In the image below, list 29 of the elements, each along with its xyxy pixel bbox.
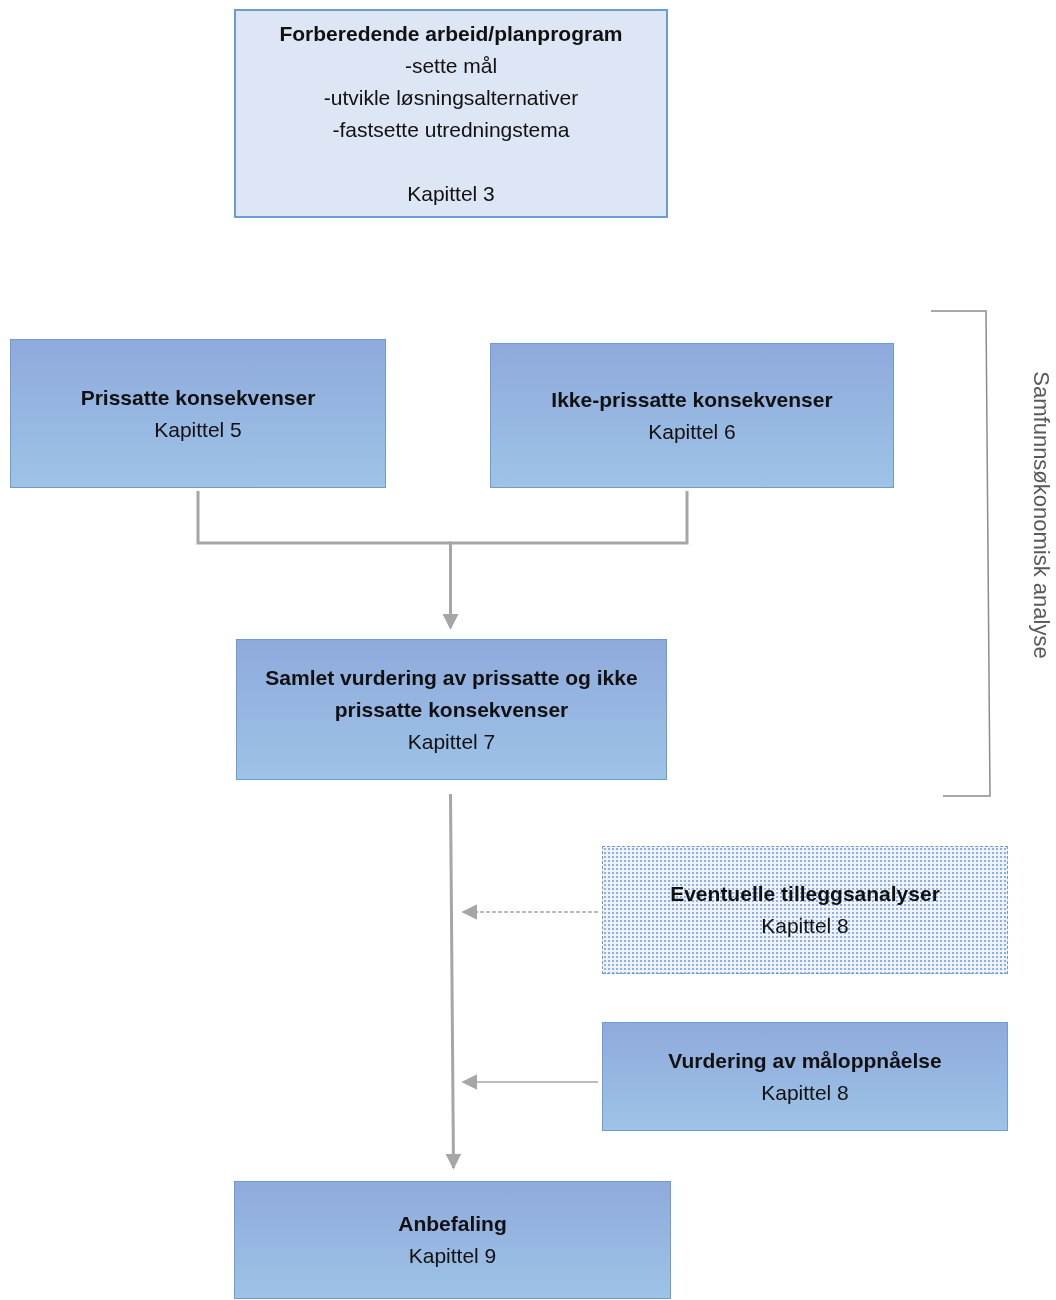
- box-text: Kapittel 8: [761, 913, 849, 939]
- planning-box: [234, 9, 668, 218]
- box-text: Kapittel 3: [407, 180, 495, 207]
- arrow: [445, 794, 462, 1170]
- box-text: -sette mål: [404, 52, 498, 79]
- arrow: [461, 904, 599, 920]
- process-box: [10, 339, 386, 488]
- box-heading: Ikke-prissatte konsekvenser: [551, 386, 833, 413]
- box-text: -utvikle løsningsalternativer: [323, 84, 579, 111]
- process-box: [602, 1022, 1008, 1131]
- box-heading: Anbefaling: [398, 1211, 507, 1237]
- box-heading: Samlet vurdering av prissatte og ikke prissatte konsekvenser: [264, 664, 639, 723]
- box-text: Kapittel 7: [407, 728, 496, 755]
- box-heading: Prissatte konsekvenser: [80, 384, 316, 411]
- box-text: Kapittel 8: [761, 1079, 849, 1106]
- side-label: Samfunnsøkonomisk analyse: [1028, 371, 1054, 659]
- process-box: [490, 343, 894, 488]
- box-heading: Eventuelle tilleggsanalyser: [670, 881, 940, 907]
- box-heading: Vurdering av måloppnåelse: [668, 1047, 942, 1074]
- box-text: -fastsette utredningstema: [332, 116, 570, 143]
- box-text: Kapittel 9: [408, 1243, 497, 1269]
- optional-process-box: [602, 846, 1008, 974]
- arrow: [442, 491, 689, 630]
- box-heading: Forberedende arbeid/planprogram: [279, 20, 623, 47]
- box-text: Kapittel 5: [154, 416, 242, 443]
- result-box: [234, 1181, 671, 1299]
- box-text: Kapittel 6: [648, 418, 736, 445]
- process-box: [236, 639, 667, 780]
- arrow: [461, 1074, 599, 1090]
